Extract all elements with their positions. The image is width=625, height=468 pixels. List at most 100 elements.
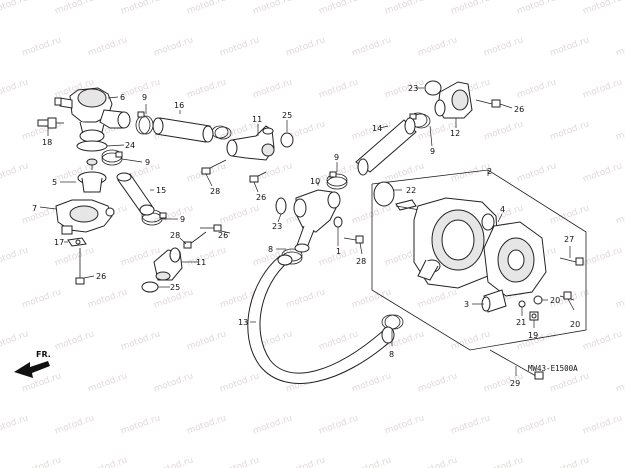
watermark-text: motod.ru [219,455,261,468]
watermark-text: motod.ru [285,287,327,311]
watermark-text: motod.ru [318,413,360,437]
watermark-text: motod.ru [87,455,129,468]
callout-23: 23 [408,84,418,93]
watermark-text: motod.ru [318,161,360,185]
watermark-text: motod.ru [87,371,129,395]
callout-25: 25 [282,111,292,120]
watermark-text: motod.ru [153,35,195,59]
watermark-text: motod.ru [483,35,525,59]
watermark-text: motod.ru [0,413,30,437]
watermark-text: motod.ru [582,245,624,269]
watermark-text: motod.ru [351,371,393,395]
part-thermostat-cover [55,199,115,235]
callout-26: 26 [218,231,228,240]
callout-28: 28 [356,257,366,266]
callout-3: 3 [464,300,469,309]
callout-9: 9 [142,93,147,102]
watermark-text: motod.ru [318,329,360,353]
watermark-text: motod.ru [153,371,195,395]
watermark-text: motod.ru [582,0,624,17]
callout-25: 25 [170,283,180,292]
callout-9: 9 [334,153,339,162]
watermark-text: motod.ru [54,245,96,269]
watermark-text: motod.ru [615,35,625,59]
watermark-text: motod.ru [384,413,426,437]
callout-4: 4 [500,205,505,214]
part-hose-16 [152,117,214,143]
callout-27: 27 [564,235,574,244]
callout-20: 20 [550,296,560,305]
callout-2: 2 [487,167,492,176]
watermark-text: motod.ru [417,35,459,59]
watermark-text: motod.ru [0,161,30,185]
watermark-text: motod.ru [582,161,624,185]
watermark-text: motod.ru [483,455,525,468]
watermark-text: motod.ru [0,0,30,17]
callout-23: 23 [272,222,282,231]
watermark-text: motod.ru [582,413,624,437]
watermark-text: motod.ru [186,245,228,269]
callout-10: 10 [310,177,320,186]
callout-11: 11 [252,115,262,124]
watermark-text: motod.ru [549,455,591,468]
watermark-text: motod.ru [582,329,624,353]
watermark-text: motod.ru [615,287,625,311]
watermark-text: motod.ru [516,77,558,101]
watermark-text: motod.ru [120,77,162,101]
watermark-text: motod.ru [186,329,228,353]
watermark-text: motod.ru [87,287,129,311]
part-o-ring-25b [141,281,159,293]
watermark-text: motod.ru [153,455,195,468]
watermark-text: motod.ru [120,329,162,353]
callout-8: 8 [268,245,273,254]
part-o-ring-24 [76,140,108,152]
watermark-text: motod.ru [0,329,30,353]
direction-arrow [14,361,50,378]
part-o-ring-23b [275,197,287,215]
watermark-text: motod.ru [384,161,426,185]
callout-9: 9 [180,215,185,224]
callout-28: 28 [210,187,220,196]
part-bracket [67,237,87,247]
part-elbow-pipe-lower [153,247,183,281]
watermark-text: motod.ru [549,203,591,227]
watermark-text: motod.ru [219,371,261,395]
callout-9: 9 [430,147,435,156]
watermark-text: motod.ru [54,329,96,353]
direction-label: FR. [36,350,51,359]
watermark-text: motod.ru [516,161,558,185]
watermark-text: motod.ru [450,161,492,185]
callout-7: 7 [32,204,37,213]
watermark-text: motod.ru [0,245,30,269]
callout-11: 11 [196,258,206,267]
watermark-text: motod.ru [615,455,625,468]
part-hose-14 [355,117,417,176]
watermark-text: motod.ru [120,413,162,437]
watermark-text: motod.ru [549,35,591,59]
callout-numbers: 6 9 16 11 25 18 24 9 5 15 28 26 7 9 28 2… [32,84,580,388]
callout-15: 15 [156,186,166,195]
watermark-text: motod.ru [384,0,426,17]
watermark-text: motod.ru [285,455,327,468]
callout-13: 13 [238,318,248,327]
watermark-text: motod.ru [582,77,624,101]
watermark-text: motod.ru [87,35,129,59]
watermark-text: motod.ru [54,413,96,437]
watermark-text: motod.ru [120,0,162,17]
watermark-text: motod.ru [549,119,591,143]
callout-21: 21 [516,318,526,327]
watermark-text: motod.ru [219,35,261,59]
watermark-text: motod.ru [351,455,393,468]
callout-29: 29 [510,379,520,388]
callout-5: 5 [52,178,57,187]
watermark-text: motod.ru [615,119,625,143]
watermark-text: motod.ru [21,287,63,311]
callout-17: 17 [54,238,64,247]
watermark-text: motod.ru [318,77,360,101]
watermark-text: motod.ru [54,0,96,17]
part-o-ring-22 [373,181,395,207]
watermark-text: motod.ru [516,413,558,437]
watermark-text: motod.ru [21,455,63,468]
part-thermostat [77,158,107,193]
